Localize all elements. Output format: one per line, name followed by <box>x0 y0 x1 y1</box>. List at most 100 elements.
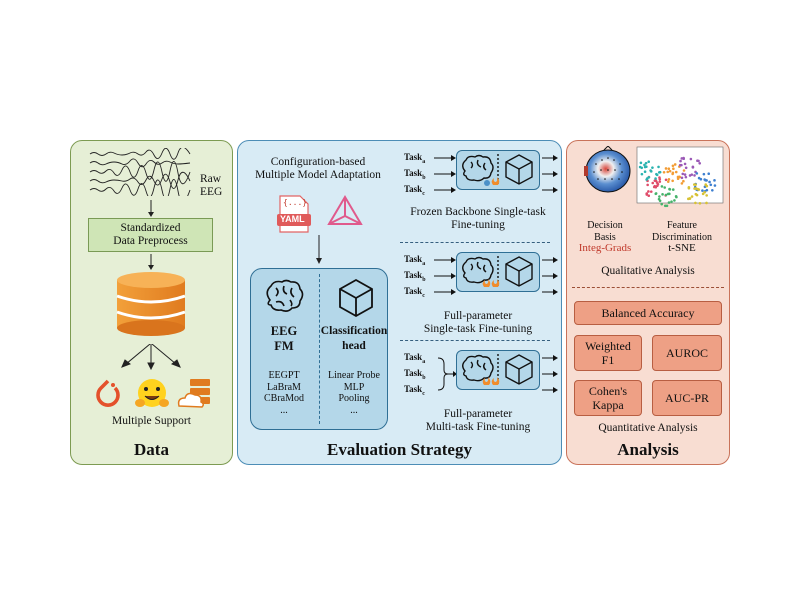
strategy-caption-line: Frozen Backbone Single-task <box>410 206 546 218</box>
tsne-point <box>709 183 713 187</box>
brain-cube-icon <box>462 256 533 288</box>
tsne-point <box>703 190 706 194</box>
tsne-point <box>660 202 664 206</box>
eeg-fm-title-line1: EEG <box>270 324 298 338</box>
tsne-point <box>662 170 666 174</box>
tsne-point <box>695 172 699 175</box>
yaml-file-icon <box>277 195 311 233</box>
tsne-point <box>655 181 659 184</box>
model-mini-box <box>456 150 540 190</box>
raw-label: Raw <box>200 173 222 185</box>
tsne-point <box>651 166 654 169</box>
tsne-point <box>689 157 693 161</box>
tsne-point <box>646 183 649 187</box>
tsne-point <box>690 173 694 176</box>
feature-line1: Feature <box>667 220 697 231</box>
config-title-line1: Configuration-based <box>270 156 366 168</box>
tsne-point <box>684 175 688 179</box>
tsne-point <box>707 172 711 176</box>
task-prefix: Task <box>404 184 423 194</box>
tsne-point <box>713 179 716 182</box>
task-subscript: a <box>422 358 426 365</box>
weighted-f1-line1: Weighted <box>585 339 631 353</box>
tsne-point <box>683 162 687 166</box>
tsne-point <box>701 192 705 196</box>
task-subscript: c <box>422 190 425 197</box>
brain-icon <box>266 279 304 312</box>
tsne-point <box>683 173 687 176</box>
tsne-point <box>696 159 699 163</box>
tsne-point <box>667 167 671 171</box>
tsne-point <box>691 166 695 169</box>
task-label: Taskb <box>404 368 426 381</box>
tsne-point <box>697 188 701 191</box>
huggingface-icon <box>135 379 169 407</box>
tsne-point <box>653 179 657 182</box>
preprocess-line1: Standardized <box>120 222 181 234</box>
tsne-point <box>694 201 697 205</box>
cohens-kappa-box: Cohen's Kappa <box>574 380 642 416</box>
task-subscript: b <box>422 174 426 181</box>
task-prefix: Task <box>404 286 423 296</box>
arrow-down-icon <box>148 254 154 270</box>
tsne-point <box>639 161 643 165</box>
tsne-point <box>655 173 659 177</box>
eeg-label: EEG <box>200 186 223 198</box>
strategy-caption-line: Full-parameter <box>443 408 513 420</box>
branch-arrows <box>121 344 181 370</box>
tsne-point <box>674 194 678 198</box>
task-prefix: Task <box>404 368 423 378</box>
tsne-point <box>671 188 675 191</box>
task-prefix: Task <box>404 254 423 264</box>
tsne-point <box>645 178 648 181</box>
tsne-point <box>658 177 662 181</box>
task-flow-arrows <box>434 155 558 193</box>
tsne-point <box>672 167 675 171</box>
decision-basis-label: Decision Basis Integ-Grads <box>574 220 636 255</box>
multiple-support-label: Multiple Support <box>112 415 191 427</box>
feature-discrimination-label: Feature Discrimination t-SNE <box>640 220 724 255</box>
tsne-point <box>684 166 688 170</box>
tsne-point <box>713 184 717 187</box>
classification-head-title: Classification head <box>318 324 390 354</box>
strategy-divider <box>400 340 550 341</box>
balanced-accuracy-box: Balanced Accuracy <box>574 301 722 325</box>
config-title-line2: Multiple Model Adaptation <box>255 169 381 181</box>
task-subscript: a <box>422 158 426 165</box>
tsne-point <box>697 176 701 180</box>
tsne-point <box>670 200 673 203</box>
task-prefix: Task <box>404 152 423 162</box>
task-prefix: Task <box>404 352 423 362</box>
head-model: Linear Probe <box>328 370 380 381</box>
tsne-point <box>640 172 644 176</box>
cube-icon <box>339 278 373 318</box>
tsne-point <box>687 186 691 190</box>
task-label: Taskc <box>404 286 425 299</box>
task-label: Taskc <box>404 184 425 197</box>
fm-model-list: EEGPT LaBraM CBraMod ... <box>252 370 316 416</box>
tsne-label: t-SNE <box>668 242 696 254</box>
task-subscript: b <box>422 276 426 283</box>
tsne-point <box>701 189 704 192</box>
tsne-point <box>657 165 660 169</box>
yaml-braces: {...} <box>283 198 308 207</box>
tsne-point <box>698 201 702 205</box>
tsne-point <box>705 201 708 205</box>
tsne-point <box>661 193 664 196</box>
tsne-point <box>674 170 678 174</box>
strategy-caption-line: Full-parameter <box>443 310 513 322</box>
qualitative-analysis-label: Qualitative Analysis <box>601 265 695 277</box>
auc-pr-label: AUC-PR <box>664 391 709 405</box>
fm-model: CBraMod <box>264 393 304 404</box>
preprocess-box: Standardized Data Preprocess <box>88 218 213 252</box>
tsne-point <box>682 169 686 172</box>
head-title-line2: head <box>342 340 366 352</box>
data-panel-title: Data <box>134 440 169 459</box>
tsne-point <box>663 186 666 189</box>
balanced-accuracy-label: Balanced Accuracy <box>601 306 695 320</box>
task-label: Taska <box>404 352 425 365</box>
tsne-point <box>667 201 671 204</box>
tsne-point <box>671 171 675 175</box>
tsne-point <box>663 204 667 208</box>
